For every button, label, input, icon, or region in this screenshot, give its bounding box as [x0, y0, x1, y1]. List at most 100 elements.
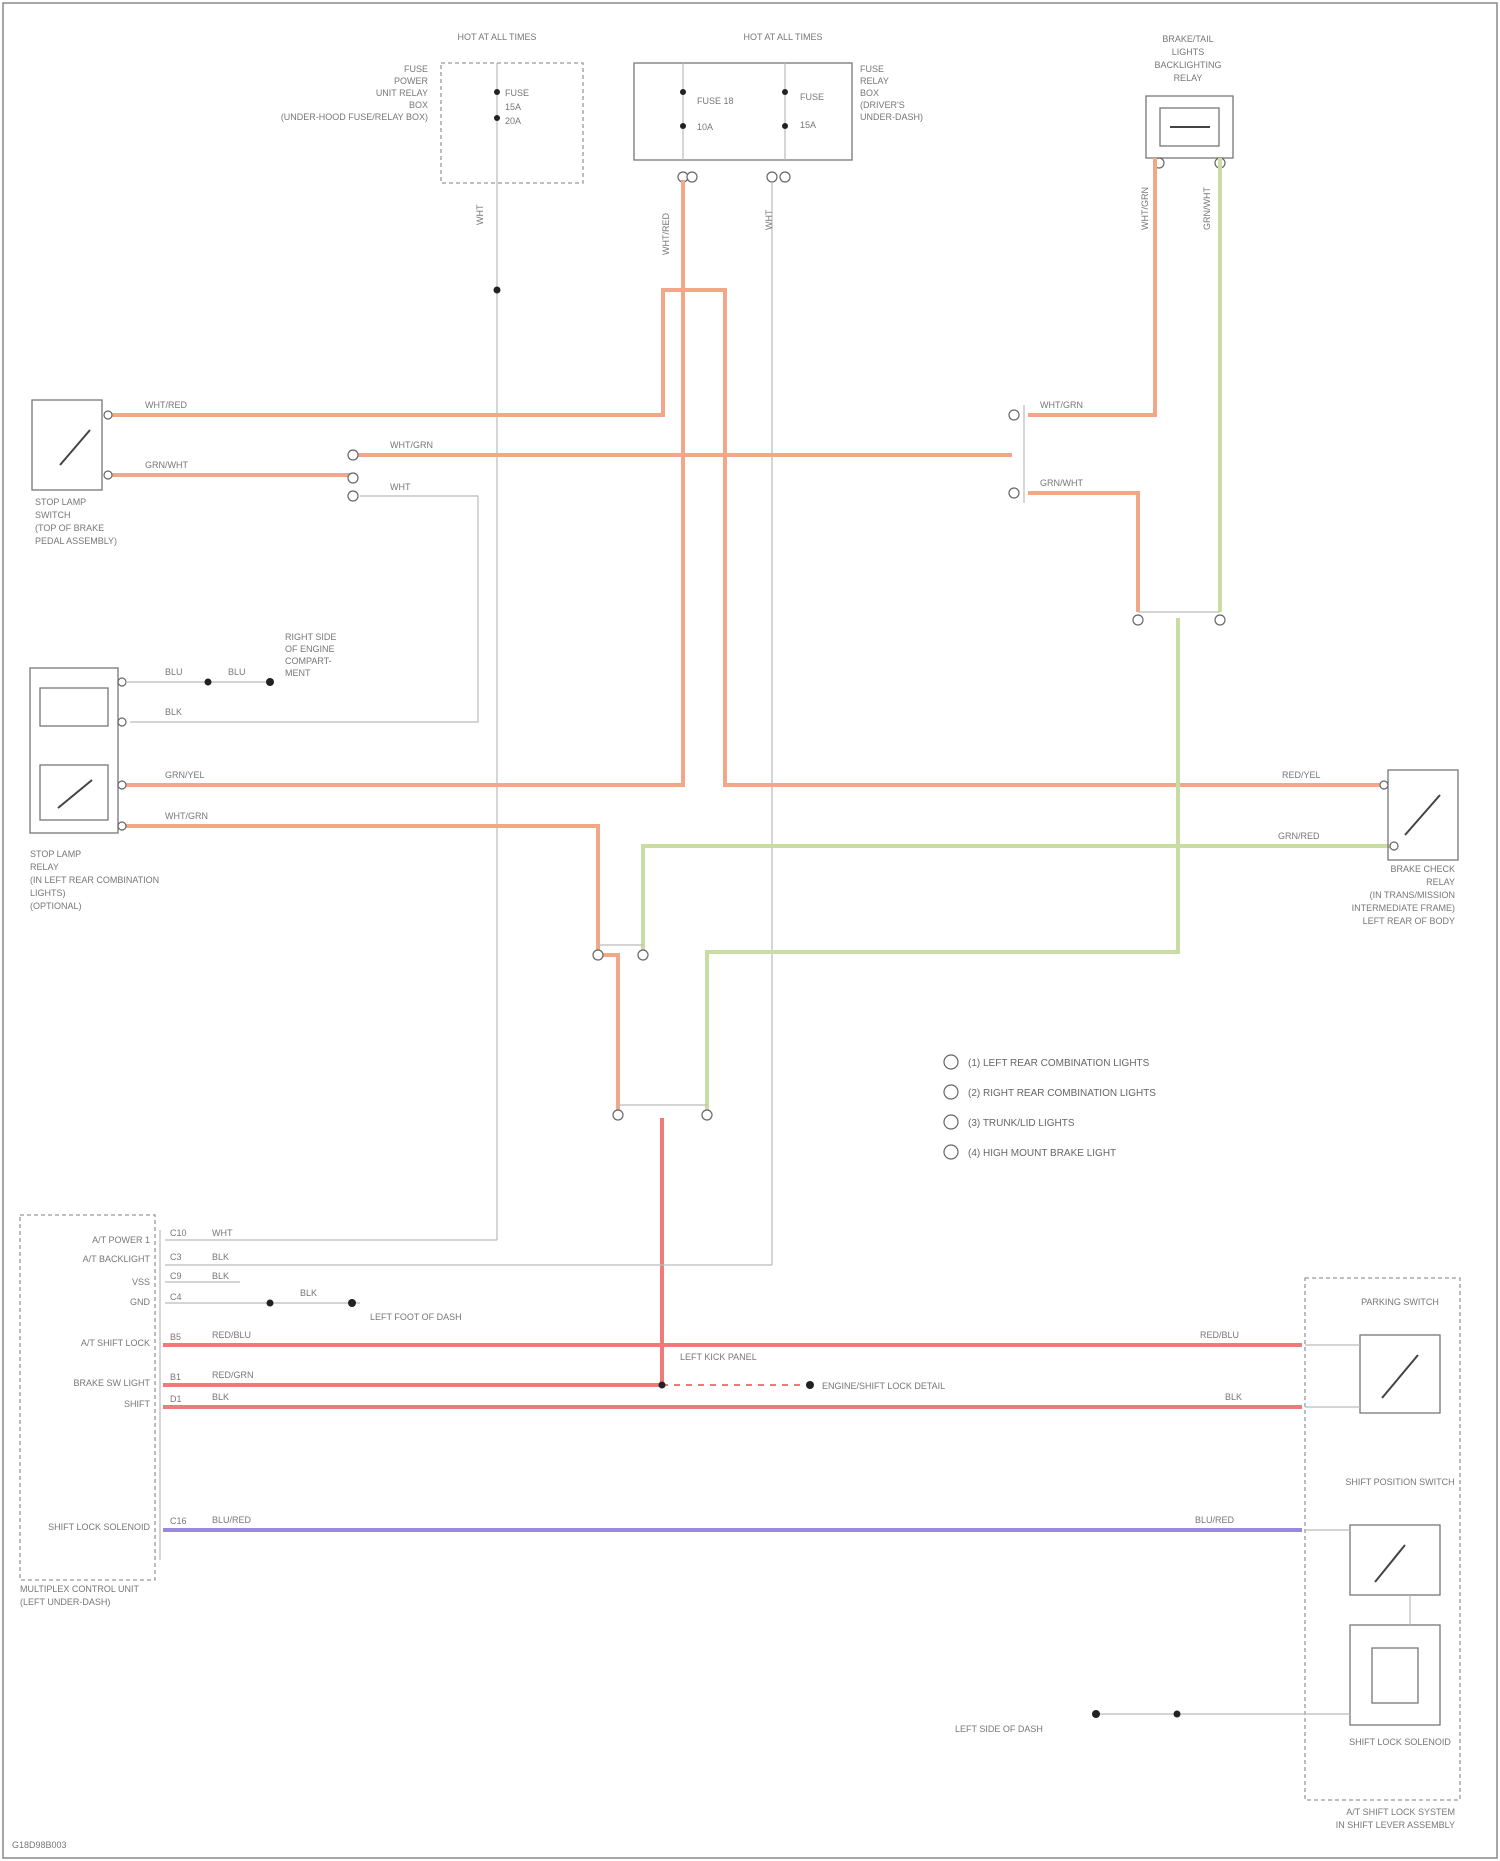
fuse-left-label-2: 15A [505, 102, 521, 112]
brake-top-title-3: BACKLIGHTING [1154, 60, 1221, 70]
module-title-1: A/T SHIFT LOCK SYSTEM [1346, 1807, 1455, 1817]
center-upper-pin-2 [638, 950, 648, 960]
unit-wire-label-7: BLK [212, 1392, 229, 1402]
rear-conn-pin-2 [1215, 615, 1225, 625]
rear-conn-pin-1 [1133, 615, 1143, 625]
unit-pin-num-6: B1 [170, 1372, 181, 1382]
brake-relay-wire-b: GRN/WHT [1040, 478, 1083, 488]
unit-pin-num-4: C4 [170, 1292, 182, 1302]
legend-item-2: (2) RIGHT REAR COMBINATION LIGHTS [968, 1088, 1156, 1099]
stop-relay-switch-box [40, 765, 108, 820]
brake-check-title-4: INTERMEDIATE FRAME) [1352, 903, 1455, 913]
wires-green [643, 160, 1390, 1110]
unit-pin-label-7: SHIFT [124, 1399, 151, 1409]
shift-position-contact [1375, 1545, 1405, 1582]
brake-check-title-3: (IN TRANS/MISSION [1370, 890, 1455, 900]
footer-code: G18D98B003 [12, 1840, 67, 1850]
stop-relay-title-4: LIGHTS) [30, 888, 66, 898]
stop-switch-wire-4: WHT [390, 482, 411, 492]
unit-splice [267, 1300, 274, 1307]
shift-lock-module: PARKING SWITCH SHIFT POSITION SWITCH SHI… [955, 1278, 1460, 1830]
fuse-mid-wire-a-label: WHT/RED [661, 213, 671, 255]
unit-junction [659, 1382, 666, 1389]
stop-relay-title-3: (IN LEFT REAR COMBINATION [30, 875, 159, 885]
fuse-mid-node-1 [680, 89, 686, 95]
stop-relay-title-1: STOP LAMP [30, 849, 81, 859]
stop-relay-wire-5: WHT/GRN [165, 811, 208, 821]
fuse-box-middle-outline [634, 63, 852, 160]
unit-ground-label: LEFT FOOT OF DASH [370, 1312, 462, 1322]
unit-pin-label-5: A/T SHIFT LOCK [81, 1338, 150, 1348]
unit-other-label: ENGINE/SHIFT LOCK DETAIL [822, 1381, 945, 1391]
solenoid-coil [1372, 1648, 1418, 1703]
fuse-mid-node-2 [680, 123, 686, 129]
fuse-left-label-3: 20A [505, 116, 521, 126]
brake-top-wire-a: WHT/GRN [1140, 187, 1150, 230]
brake-check-title-5: LEFT REAR OF BODY [1363, 916, 1455, 926]
stop-relay-wire-3: BLK [165, 707, 182, 717]
fuse-left-label-1: FUSE [505, 88, 529, 98]
center-upper-pin-1 [593, 950, 603, 960]
legend-item-1: (1) LEFT REAR COMBINATION LIGHTS [968, 1058, 1150, 1069]
wire-wht-red-to-stop-relay [122, 290, 683, 785]
fuse-mid-desc-3: BOX [860, 88, 879, 98]
brake-relay-connectors: WHT/GRN GRN/WHT [1009, 400, 1225, 625]
stop-switch-conn-3 [348, 491, 358, 501]
fuse-mid-label-3: FUSE [800, 92, 824, 102]
stop-relay-body [30, 668, 118, 833]
module-item-2: SHIFT POSITION SWITCH [1345, 1477, 1454, 1487]
stop-switch-conn-2 [348, 473, 358, 483]
fuse-box-left-desc-2: POWER [394, 76, 429, 86]
wire-stop-switch-feed [108, 290, 683, 415]
stop-switch-white-wire [130, 496, 478, 722]
stop-switch-contact [60, 430, 90, 465]
stop-relay-ground-1: RIGHT SIDE [285, 632, 336, 642]
fuse-box-left-desc-1: FUSE [404, 64, 428, 74]
fuse-left-splice [494, 287, 501, 294]
unit-pin-label-4: GND [130, 1297, 151, 1307]
brake-check-wire-1: RED/YEL [1282, 770, 1321, 780]
unit-title-1: MULTIPLEX CONTROL UNIT [20, 1584, 140, 1594]
stop-relay-ground-4: MENT [285, 668, 311, 678]
fuse-mid-pin-d [780, 172, 790, 182]
module-ground-point [1092, 1710, 1100, 1718]
unit-dashed-end [806, 1381, 814, 1389]
wire-grn-from-brake-check [643, 846, 1390, 955]
unit-wire-label-5: RED/BLU [212, 1330, 251, 1340]
fuse-mid-pin-c [767, 172, 777, 182]
unit-wire-label-8: BLU/RED [212, 1515, 252, 1525]
stop-relay-contact [58, 780, 92, 808]
fuse-box-left-desc-5: (UNDER-HOOD FUSE/RELAY BOX) [281, 112, 428, 122]
stop-switch-wire-1: WHT/RED [145, 400, 187, 410]
brake-relay-wire-a: WHT/GRN [1040, 400, 1083, 410]
brake-top-title-4: RELAY [1174, 73, 1203, 83]
brake-check-title-2: RELAY [1426, 877, 1455, 887]
fuse-mid-desc-1: FUSE [860, 64, 884, 74]
shift-position-switch-box [1350, 1525, 1440, 1595]
stop-relay-coil [40, 688, 108, 726]
unit-pin-num-2: C3 [170, 1252, 182, 1262]
stop-relay-title-5: (OPTIONAL) [30, 901, 82, 911]
stop-switch-conn-1 [348, 450, 358, 460]
stop-lamp-relay: BLU BLU BLK GRN/YEL WHT/GRN RIGHT SIDE O… [30, 632, 336, 911]
fuse-box-left-title: HOT AT ALL TIMES [457, 32, 536, 42]
unit-pin-label-2: A/T BACKLIGHT [83, 1254, 151, 1264]
stop-relay-pin-4 [118, 822, 126, 830]
legend-marker-1 [944, 1055, 958, 1069]
brake-check-pin-1 [1380, 781, 1388, 789]
module-title-2: IN SHIFT LEVER ASSEMBLY [1336, 1820, 1455, 1830]
stop-relay-wire-4: GRN/YEL [165, 770, 205, 780]
fuse-mid-wire-b-label: WHT [764, 209, 774, 230]
unit-title-2: (LEFT UNDER-DASH) [20, 1597, 110, 1607]
brake-relay-pin-1 [1009, 410, 1019, 420]
fuse-box-left-desc-4: BOX [409, 100, 428, 110]
fuse-mid-desc-2: RELAY [860, 76, 889, 86]
legend-item-3: (3) TRUNK/LID LIGHTS [968, 1118, 1075, 1129]
stop-relay-pin-3 [118, 781, 126, 789]
wire-brake-top-feed [1030, 160, 1155, 415]
parking-switch-contact [1382, 1355, 1418, 1398]
unit-splice-note: LEFT KICK PANEL [680, 1352, 757, 1362]
unit-pin-label-8: SHIFT LOCK SOLENOID [48, 1522, 150, 1532]
fuse-left-node-2 [494, 115, 500, 121]
